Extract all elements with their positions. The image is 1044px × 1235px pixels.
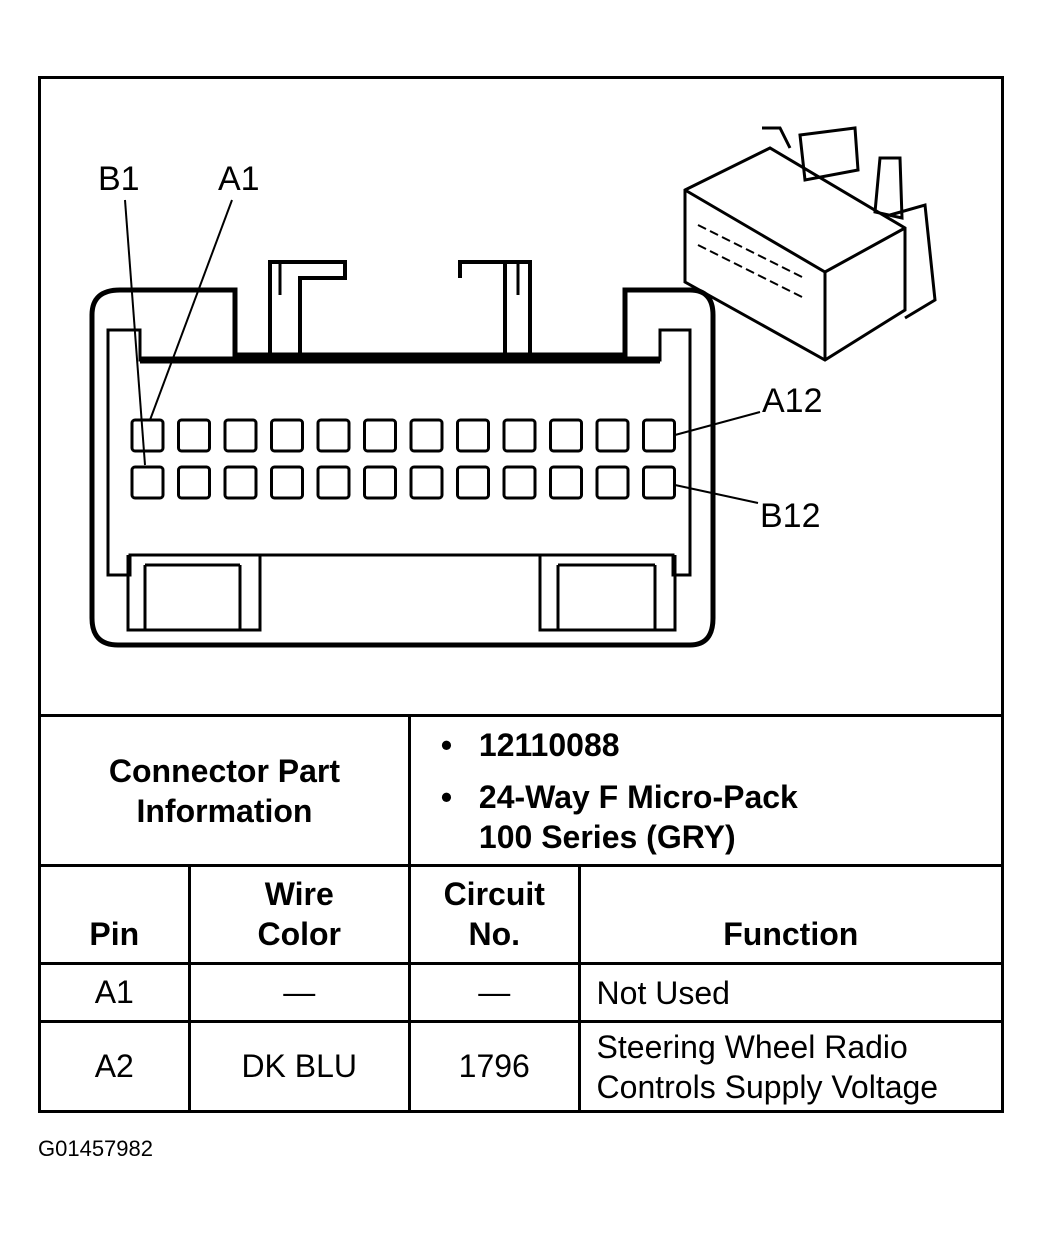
pin-cavity-b3 xyxy=(223,465,258,500)
header-wire-color: Wire Color xyxy=(187,864,411,965)
connector-part-label: Connector Part Information xyxy=(38,714,411,867)
pin-cavity-a2 xyxy=(177,418,211,453)
pin-cavity-a4 xyxy=(270,418,304,453)
part-number: 12110088 xyxy=(478,726,620,763)
pin-cavity-b5 xyxy=(316,465,351,500)
leader-b1 xyxy=(124,199,146,466)
pin-cavity-b1 xyxy=(130,465,165,500)
pin-cavity-a10 xyxy=(549,418,583,453)
row-function: Not Used xyxy=(577,962,1005,1023)
row-function: Steering Wheel Radio Controls Supply Vol… xyxy=(577,1020,1005,1113)
label-b12: B12 xyxy=(760,497,821,535)
pin-cavity-a12 xyxy=(642,418,676,453)
connector-diagram: B1 A1 A12 B12 xyxy=(89,126,937,648)
pin-row-a xyxy=(130,418,676,453)
label-b1: B1 xyxy=(98,160,140,198)
leader-a1 xyxy=(149,199,233,421)
pin-cavity-b4 xyxy=(270,465,304,500)
row-pin: A2 xyxy=(38,1020,191,1113)
leader-b12 xyxy=(674,484,759,504)
pin-row-b xyxy=(130,465,676,500)
pin-cavity-b12 xyxy=(642,465,676,500)
pin-cavity-a11 xyxy=(595,418,630,453)
pin-cavity-b7 xyxy=(409,465,444,500)
header-pin: Pin xyxy=(38,864,191,965)
diagram-frame xyxy=(38,76,1004,1113)
right-foot xyxy=(538,555,677,632)
pin-cavity-b11 xyxy=(595,465,630,500)
pin-cavity-b2 xyxy=(177,465,211,500)
header-function: Function xyxy=(577,864,1005,965)
leader-a12 xyxy=(674,411,761,436)
figure-id: G01457982 xyxy=(38,1136,153,1161)
row-wire-color: DK BLU xyxy=(187,1020,411,1113)
pin-cavity-a8 xyxy=(456,418,490,453)
part-number-item: •12110088 xyxy=(440,726,620,763)
pin-cavity-a5 xyxy=(316,418,351,453)
description-line1: 24-Way F Micro-Pack xyxy=(478,778,798,815)
row-wire-color: — xyxy=(187,962,411,1023)
table-row: A2 DK BLU 1796 Steering Wheel Radio Cont… xyxy=(38,1020,1005,1113)
description-line2: 100 Series (GRY) xyxy=(478,818,736,855)
header-row: Pin Wire Color Circuit No. Function xyxy=(38,864,1005,965)
pin-cavity-a3 xyxy=(223,418,258,453)
pin-cavity-b8 xyxy=(456,465,490,500)
pin-cavity-a7 xyxy=(409,418,444,453)
table-row: A1 — — Not Used xyxy=(38,962,1005,1023)
left-foot xyxy=(126,555,262,632)
pin-cavity-a1 xyxy=(130,418,165,453)
pin-cavity-b9 xyxy=(502,465,537,500)
row-circuit-no: 1796 xyxy=(407,1020,581,1113)
connector-3d-illustration xyxy=(683,126,937,362)
connector-3d-pins xyxy=(697,224,803,298)
connector-info-table: Connector Part Information •12110088 •24… xyxy=(38,714,1005,1113)
pin-cavity-a9 xyxy=(502,418,537,453)
header-circuit-no: Circuit No. xyxy=(407,864,581,965)
pin-cavity-b6 xyxy=(363,465,397,500)
connector-part-row: Connector Part Information •12110088 •24… xyxy=(38,714,1005,867)
row-pin: A1 xyxy=(38,962,191,1023)
label-a1: A1 xyxy=(218,160,260,198)
label-a12: A12 xyxy=(762,382,823,420)
left-latch xyxy=(268,260,347,360)
pin-cavity-b10 xyxy=(549,465,583,500)
row-circuit-no: — xyxy=(407,962,581,1023)
right-latch xyxy=(458,260,532,360)
pin-cavity-a6 xyxy=(363,418,397,453)
